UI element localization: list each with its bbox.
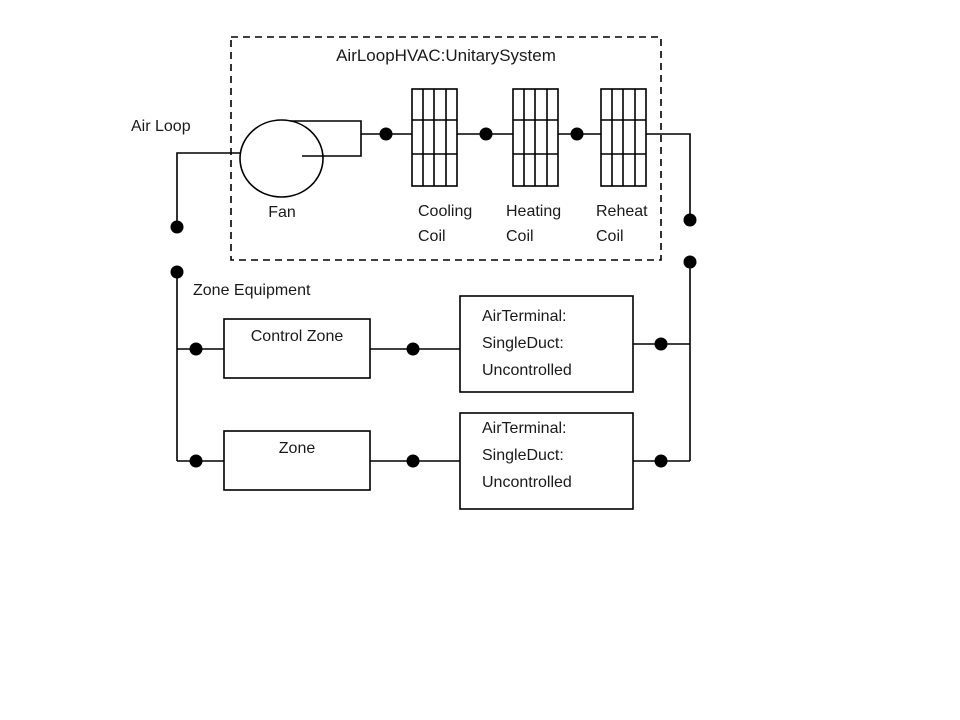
air-terminal-2-label-line2: SingleDuct: — [482, 447, 564, 464]
cooling-coil-icon — [411, 88, 458, 187]
control-zone-return-node — [189, 342, 203, 356]
air-terminal-1-supply-node — [654, 337, 668, 351]
unitary-system-boundary — [230, 36, 662, 261]
air-loop-outlet-node — [683, 213, 697, 227]
reheat-coil-label-line2: Coil — [596, 228, 624, 245]
zone-label: Zone — [278, 440, 316, 457]
zone-return-node — [189, 454, 203, 468]
fan-outlet-housing — [290, 120, 362, 157]
control-zone-label: Control Zone — [250, 328, 344, 345]
zone-box[interactable] — [223, 430, 371, 491]
air-terminal-2-label-line1: AirTerminal: — [482, 420, 567, 437]
air-loop-outlet-line — [646, 133, 691, 220]
fan-label: Fan — [268, 204, 296, 221]
reheat-coil-icon — [600, 88, 647, 187]
cooling-coil-outlet-node — [479, 127, 493, 141]
cooling-coil-label-line2: Coil — [418, 228, 446, 245]
heating-coil-label-line1: Heating — [506, 203, 562, 220]
control-zone-box[interactable] — [223, 318, 371, 379]
air-terminal-1-box[interactable] — [459, 295, 634, 393]
unitary-system-title: AirLoopHVAC:UnitarySystem — [336, 46, 556, 65]
heating-coil-icon — [512, 88, 559, 187]
air-terminal-1-label-line2: SingleDuct: — [482, 335, 564, 352]
fan-wheel-icon — [239, 119, 324, 198]
heating-coil-label-line2: Coil — [506, 228, 534, 245]
air-loop-label: Air Loop — [131, 118, 191, 135]
air-terminal-2-label-line3: Uncontrolled — [482, 474, 572, 491]
fan-outlet-node — [379, 127, 393, 141]
zone-equipment-label: Zone Equipment — [193, 282, 311, 299]
air-loop-inlet-line — [176, 152, 241, 227]
air-loop-inlet-node — [170, 220, 184, 234]
air-terminal-2-supply-node — [654, 454, 668, 468]
air-terminal-1-label-line1: AirTerminal: — [482, 308, 567, 325]
control-zone-outlet-node — [406, 342, 420, 356]
air-terminal-2-box[interactable] — [459, 412, 634, 510]
reheat-coil-label-line1: Reheat — [596, 203, 648, 220]
cooling-coil-label-line1: Cooling — [418, 203, 473, 220]
heating-coil-outlet-node — [570, 127, 584, 141]
air-terminal-1-label-line3: Uncontrolled — [482, 362, 572, 379]
zone-outlet-node — [406, 454, 420, 468]
